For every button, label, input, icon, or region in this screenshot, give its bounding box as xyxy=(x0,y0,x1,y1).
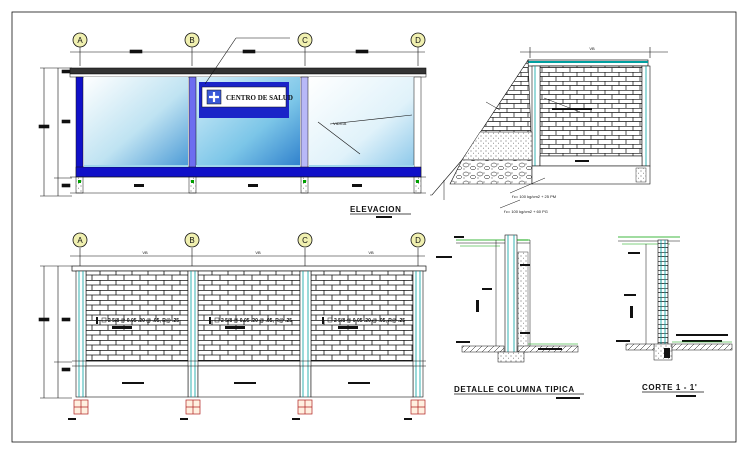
brick-panel-1 xyxy=(85,270,189,362)
top-dimension-line xyxy=(70,47,425,66)
grid-bubble-c-2: C xyxy=(297,232,313,248)
column-detail: DETALLE COLUMNA TIPICA xyxy=(436,234,584,399)
sign-text: CENTRO DE SALUD xyxy=(226,94,293,102)
grid-bubble-b-2: B xyxy=(184,232,200,248)
elevation-base-columns xyxy=(70,176,426,194)
wall-section-detail: VB f'c= 100 kg/cm2 + 25 PM f'c= 100 kg/c… xyxy=(430,46,668,214)
section-top-label: VB xyxy=(589,46,595,51)
elevation-title: ELEVACION xyxy=(350,205,401,214)
grid-bubble-c: C xyxy=(297,32,313,48)
cut-detail-title: CORTE 1 - 1' xyxy=(642,383,697,392)
wall-footings xyxy=(73,399,426,415)
grid-label-d: D xyxy=(415,36,421,45)
grid-label-b: B xyxy=(189,36,194,45)
brick-wall xyxy=(539,65,643,157)
bay-label-2: VB xyxy=(255,250,261,255)
grid-label-c: C xyxy=(302,36,308,45)
grid-bubble-a: A xyxy=(72,32,88,48)
foundation-note-1: f'c= 100 kg/cm2 + 25 PM xyxy=(512,194,556,199)
cut-detail: CORTE 1 - 1' xyxy=(616,236,733,397)
grid-label-d-2: D xyxy=(415,236,421,245)
column-detail-title: DETALLE COLUMNA TIPICA xyxy=(454,385,575,394)
grid-label-a-2: A xyxy=(77,236,83,245)
bay-label-3: VB xyxy=(368,250,374,255)
panel-note-2: 2 5/8 @ 0.05 .20 @ .05, R@ .25 xyxy=(221,318,292,324)
grid-label-c-2: C xyxy=(302,236,308,245)
grid-bubble-d-2: D xyxy=(410,232,426,248)
panel-note-3: 2 5/8 @ 0.05 .20 @ .05, R@ .25 xyxy=(334,318,405,324)
brick-panel-3 xyxy=(310,270,414,362)
glass-panel-1 xyxy=(84,77,188,167)
grid-bubble-b: B xyxy=(184,32,200,48)
elevation-view: A B C D xyxy=(38,32,427,218)
bay-label-1: VB xyxy=(142,250,148,255)
glass-note: VIDRIA xyxy=(333,121,347,126)
sign-board: CENTRO DE SALUD xyxy=(199,82,293,118)
sheet-border xyxy=(11,11,737,443)
wall-elevation-view: A B C D VB VB VB xyxy=(38,232,427,420)
panel-notes: 2 5/8 @ 0.05 .20 @ .05, R@ .25 2 5/8 @ 0… xyxy=(96,317,405,329)
foundation-note-2: f'c= 100 kg/cm2 + 60 PG xyxy=(504,209,548,214)
glass-panel-3 xyxy=(309,77,414,167)
grid-label-a: A xyxy=(77,36,83,45)
panel-note-1: 2 5/8 @ 0.05 .20 @ .05, R@ .25 xyxy=(108,318,179,324)
grid-label-b-2: B xyxy=(189,236,194,245)
brick-panel-2 xyxy=(197,270,301,362)
grid-bubble-d: D xyxy=(410,32,426,48)
grid-bubble-a-2: A xyxy=(72,232,88,248)
left-dimension-lines xyxy=(38,67,72,197)
